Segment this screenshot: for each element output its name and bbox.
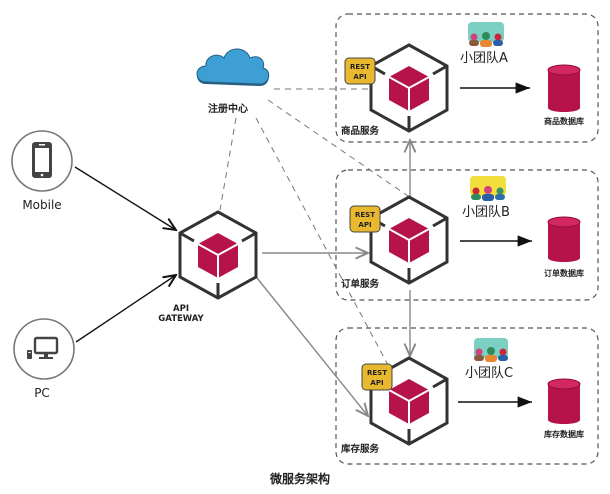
- client-mobile-label: Mobile: [22, 198, 61, 212]
- mobile-to-gateway-arrow: [74, 166, 176, 230]
- cloud-icon: [196, 48, 270, 86]
- service-box-inventory: [335, 327, 599, 465]
- team-icon: [470, 176, 506, 201]
- api-gateway[interactable]: API GATEWAY: [158, 210, 258, 324]
- service-inventory[interactable]: REST API 库存服务 小团队C 库存数据库: [340, 338, 584, 455]
- gateway-to-inventory-arrow: [256, 277, 368, 416]
- svg-text:REST: REST: [367, 369, 387, 377]
- svg-text:API: API: [370, 379, 383, 387]
- team-icon: [468, 22, 504, 47]
- service-order[interactable]: REST API 订单服务 小团队B 订单数据库: [341, 176, 584, 290]
- service-product[interactable]: REST API 商品服务 小团队A 商品数据库: [341, 22, 584, 137]
- registry-link-gateway: [219, 117, 237, 211]
- client-pc[interactable]: PC: [13, 318, 75, 400]
- client-pc-label: PC: [34, 386, 50, 400]
- svg-text:REST: REST: [350, 63, 370, 71]
- svg-text:API: API: [358, 221, 371, 229]
- database-label: 商品数据库: [544, 116, 584, 126]
- service-name: 库存服务: [340, 443, 380, 455]
- rest-api-badge: REST API: [361, 363, 393, 391]
- mobile-phone-icon: [32, 142, 52, 178]
- service-hex-cube-icon: [369, 195, 449, 285]
- database-icon: [547, 378, 581, 424]
- database-icon: [547, 64, 581, 112]
- team-label: 小团队C: [465, 366, 513, 381]
- service-name: 订单服务: [341, 278, 380, 290]
- service-name: 商品服务: [341, 125, 380, 137]
- rest-api-badge: REST API: [349, 205, 381, 233]
- registry[interactable]: 注册中心: [196, 48, 270, 115]
- team-icon: [474, 338, 508, 362]
- service-box-order: [335, 169, 599, 301]
- team-label: 小团队B: [462, 205, 510, 220]
- service-hex-cube-icon: [369, 43, 449, 133]
- gateway-hex-cube-icon: [178, 210, 258, 300]
- svg-text:REST: REST: [355, 211, 375, 219]
- database-icon: [547, 216, 581, 262]
- desktop-computer-icon: [27, 336, 59, 359]
- database-label: 订单数据库: [544, 268, 584, 278]
- service-box-product: [335, 13, 599, 143]
- registry-link-inventory: [255, 117, 389, 366]
- pc-to-gateway-arrow: [75, 275, 176, 343]
- gateway-label-line1: API: [173, 304, 189, 314]
- gateway-label-line2: GATEWAY: [158, 314, 204, 324]
- diagram-title: 微服务架构: [269, 471, 330, 486]
- client-mobile[interactable]: Mobile: [11, 130, 73, 212]
- database-label: 库存数据库: [544, 429, 584, 439]
- svg-text:API: API: [353, 73, 366, 81]
- registry-label: 注册中心: [208, 102, 248, 115]
- team-label: 小团队A: [460, 51, 508, 66]
- rest-api-badge: REST API: [344, 57, 376, 85]
